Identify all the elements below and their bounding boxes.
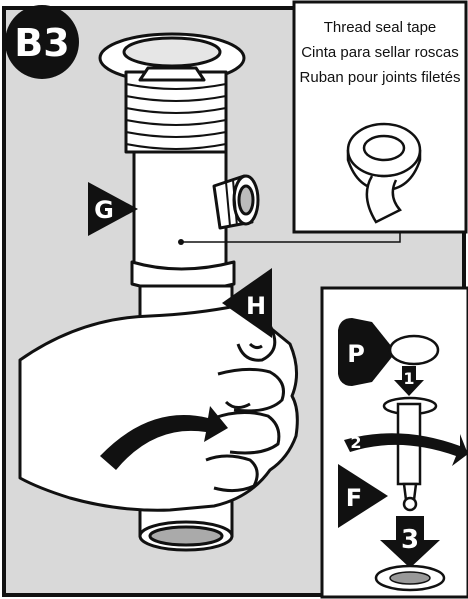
step-3-label: 3 [401,525,419,555]
tape-caption-es: Cinta para sellar roscas [301,44,459,61]
tape-caption-fr: Ruban pour joints filetés [300,69,461,86]
callout-h-label: H [246,292,266,320]
step-badge: B3 [5,5,79,79]
step-1-label: 1 [403,369,414,388]
stopper-cap [390,336,438,364]
tape-panel: Thread seal tape Cinta para sellar rosca… [294,2,466,232]
step-2-label: 2 [350,433,361,452]
pop-up-detail-panel: P 1 2 F 3 [322,288,468,597]
callout-p-label: P [347,340,365,368]
callout-g-label: G [94,196,114,224]
hand [20,306,297,510]
callout-f-label: F [346,484,362,512]
tape-caption-en: Thread seal tape [324,19,437,36]
step-badge-label: B3 [14,21,69,65]
